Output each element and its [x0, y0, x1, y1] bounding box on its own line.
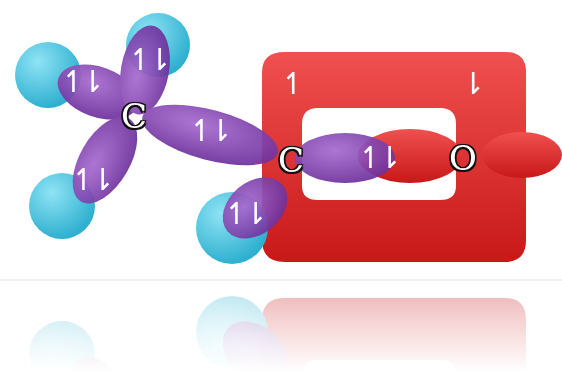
- bond-lobe: [136, 93, 284, 178]
- electron-pair: ↿⇂: [71, 165, 109, 195]
- electron-pair: ↿⇂: [128, 45, 166, 75]
- hydrogen-sphere: [126, 13, 190, 77]
- unpaired-electron: ⇂: [460, 69, 479, 99]
- bond-lobe: [211, 165, 300, 251]
- electron-pair: ↿⇂: [358, 143, 396, 173]
- atom-symbol: C: [278, 143, 304, 177]
- electron-pair: ↿⇂: [61, 67, 99, 97]
- unpaired-electron: ↿: [280, 69, 299, 99]
- atom-symbol: O: [449, 141, 477, 175]
- electron-pair: ↿⇂: [189, 116, 227, 146]
- atom-symbol: C: [121, 99, 147, 133]
- floor-line: [0, 280, 562, 281]
- hydrogen-sphere: [196, 192, 268, 264]
- electron-pair: ↿⇂: [224, 199, 262, 229]
- oxygen-lobe: [482, 132, 562, 178]
- reflection: [15, 296, 562, 373]
